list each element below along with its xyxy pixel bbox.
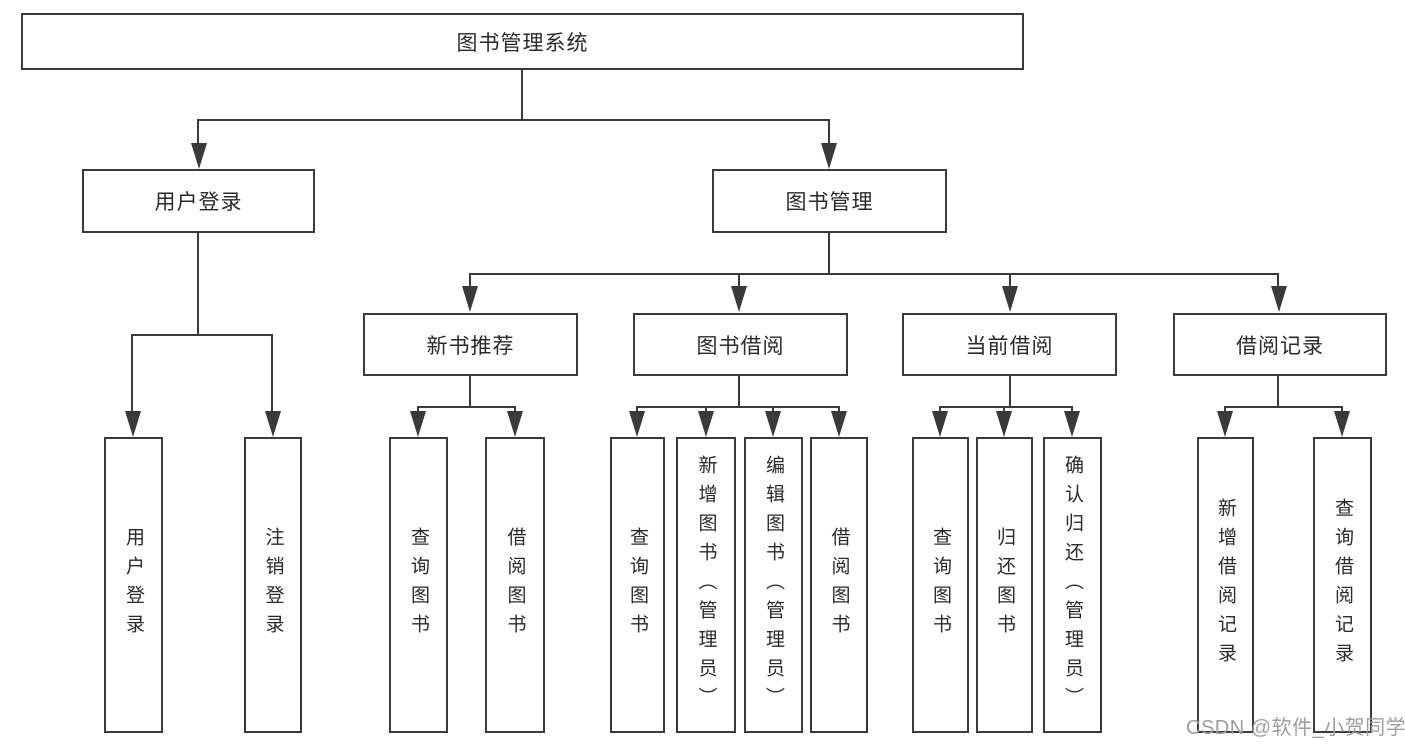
node-book-borrow: 图书借阅 — [633, 313, 848, 376]
connector-vertical-line — [514, 406, 516, 413]
arrowhead-down-icon — [821, 143, 837, 169]
node-label: 借阅图书 — [504, 527, 526, 643]
leaf-query-books-current: 查询图书 — [912, 437, 969, 733]
connector-vertical-line — [417, 406, 419, 413]
connector-vertical-line — [738, 376, 740, 407]
leaf-add-books-admin: 新增图书（管理员） — [676, 437, 736, 733]
arrowhead-down-icon — [507, 411, 523, 437]
node-label: 新增借阅记录 — [1215, 498, 1236, 672]
arrowhead-down-icon — [765, 411, 781, 437]
leaf-query-books-recommend: 查询图书 — [389, 437, 448, 733]
arrowhead-down-icon — [1217, 411, 1233, 437]
connector-horizontal-line — [1224, 406, 1343, 408]
connector-vertical-line — [131, 334, 133, 413]
connector-vertical-line — [469, 273, 471, 288]
connector-vertical-line — [1003, 406, 1005, 413]
connector-horizontal-line — [939, 406, 1073, 408]
arrowhead-down-icon — [731, 286, 747, 312]
connector-vertical-line — [772, 406, 774, 413]
connector-vertical-line — [271, 334, 273, 413]
connector-horizontal-line — [131, 334, 273, 336]
leaf-confirm-return-admin: 确认归还（管理员） — [1043, 437, 1102, 733]
connector-vertical-line — [197, 119, 199, 145]
connector-horizontal-line — [469, 273, 1279, 275]
leaf-user-login: 用户登录 — [104, 437, 163, 733]
node-label: 注销登录 — [262, 527, 284, 643]
arrowhead-down-icon — [462, 286, 478, 312]
leaf-borrow-books-recommend: 借阅图书 — [485, 437, 545, 733]
node-label: 图书借阅 — [696, 334, 785, 358]
node-label: 新书推荐 — [426, 334, 515, 358]
arrowhead-down-icon — [265, 411, 281, 437]
arrowhead-down-icon — [125, 411, 141, 437]
connector-vertical-line — [838, 406, 840, 413]
connector-horizontal-line — [198, 119, 830, 121]
leaf-return-books: 归还图书 — [976, 437, 1033, 733]
connector-vertical-line — [939, 406, 941, 413]
connector-horizontal-line — [417, 406, 516, 408]
node-label: 图书管理系统 — [456, 31, 589, 55]
node-book-management: 图书管理 — [712, 169, 947, 233]
node-label: 用户登录 — [123, 527, 144, 643]
leaf-query-borrow-record: 查询借阅记录 — [1313, 437, 1372, 733]
connector-vertical-line — [636, 406, 638, 413]
connector-vertical-line — [1071, 406, 1073, 413]
arrowhead-down-icon — [831, 411, 847, 437]
connector-vertical-line — [197, 233, 199, 336]
node-label: 归还图书 — [994, 527, 1015, 643]
arrowhead-down-icon — [629, 411, 645, 437]
connector-vertical-line — [1009, 376, 1011, 407]
connector-vertical-line — [1277, 376, 1279, 407]
node-root-library-management-system: 图书管理系统 — [21, 13, 1024, 70]
connector-vertical-line — [1009, 273, 1011, 288]
arrowhead-down-icon — [996, 411, 1012, 437]
node-label: 查询图书 — [408, 527, 429, 643]
connector-horizontal-line — [636, 406, 840, 408]
connector-vertical-line — [469, 376, 471, 407]
node-label: 查询借阅记录 — [1332, 498, 1353, 672]
connector-vertical-line — [738, 273, 740, 288]
node-label: 图书管理 — [785, 191, 874, 214]
connector-vertical-line — [828, 119, 830, 145]
node-label: 查询图书 — [627, 527, 648, 643]
connector-vertical-line — [1224, 406, 1226, 413]
leaf-logout: 注销登录 — [244, 437, 302, 733]
node-label: 用户登录 — [154, 191, 243, 214]
node-current-borrow: 当前借阅 — [902, 313, 1117, 376]
arrowhead-down-icon — [1271, 286, 1287, 312]
arrowhead-down-icon — [1002, 286, 1018, 312]
node-user-login: 用户登录 — [82, 169, 315, 233]
node-label: 确认归还（管理员） — [1062, 454, 1083, 716]
arrowhead-down-icon — [1064, 411, 1080, 437]
connector-vertical-line — [705, 406, 707, 413]
connector-vertical-line — [521, 70, 523, 119]
arrowhead-down-icon — [1334, 411, 1350, 437]
connector-vertical-line — [828, 233, 830, 275]
leaf-edit-books-admin: 编辑图书（管理员） — [744, 437, 803, 733]
node-label: 查询图书 — [930, 527, 951, 643]
node-label: 新增图书（管理员） — [695, 454, 717, 716]
csdn-watermark: CSDN @软件_小贺同学 — [1186, 717, 1405, 739]
node-label: 当前借阅 — [965, 334, 1054, 358]
leaf-query-books-borrow: 查询图书 — [610, 437, 665, 733]
leaf-add-borrow-record: 新增借阅记录 — [1197, 437, 1254, 733]
node-new-book-recommend: 新书推荐 — [363, 313, 578, 376]
arrowhead-down-icon — [191, 143, 207, 169]
node-label: 借阅记录 — [1236, 334, 1324, 358]
leaf-borrow-books: 借阅图书 — [810, 437, 868, 733]
node-label: 编辑图书（管理员） — [763, 454, 784, 716]
arrowhead-down-icon — [698, 411, 714, 437]
node-label: 借阅图书 — [828, 527, 850, 643]
arrowhead-down-icon — [932, 411, 948, 437]
node-borrow-records: 借阅记录 — [1173, 313, 1387, 376]
connector-vertical-line — [1277, 273, 1279, 288]
connector-vertical-line — [1341, 406, 1343, 413]
arrowhead-down-icon — [410, 411, 426, 437]
